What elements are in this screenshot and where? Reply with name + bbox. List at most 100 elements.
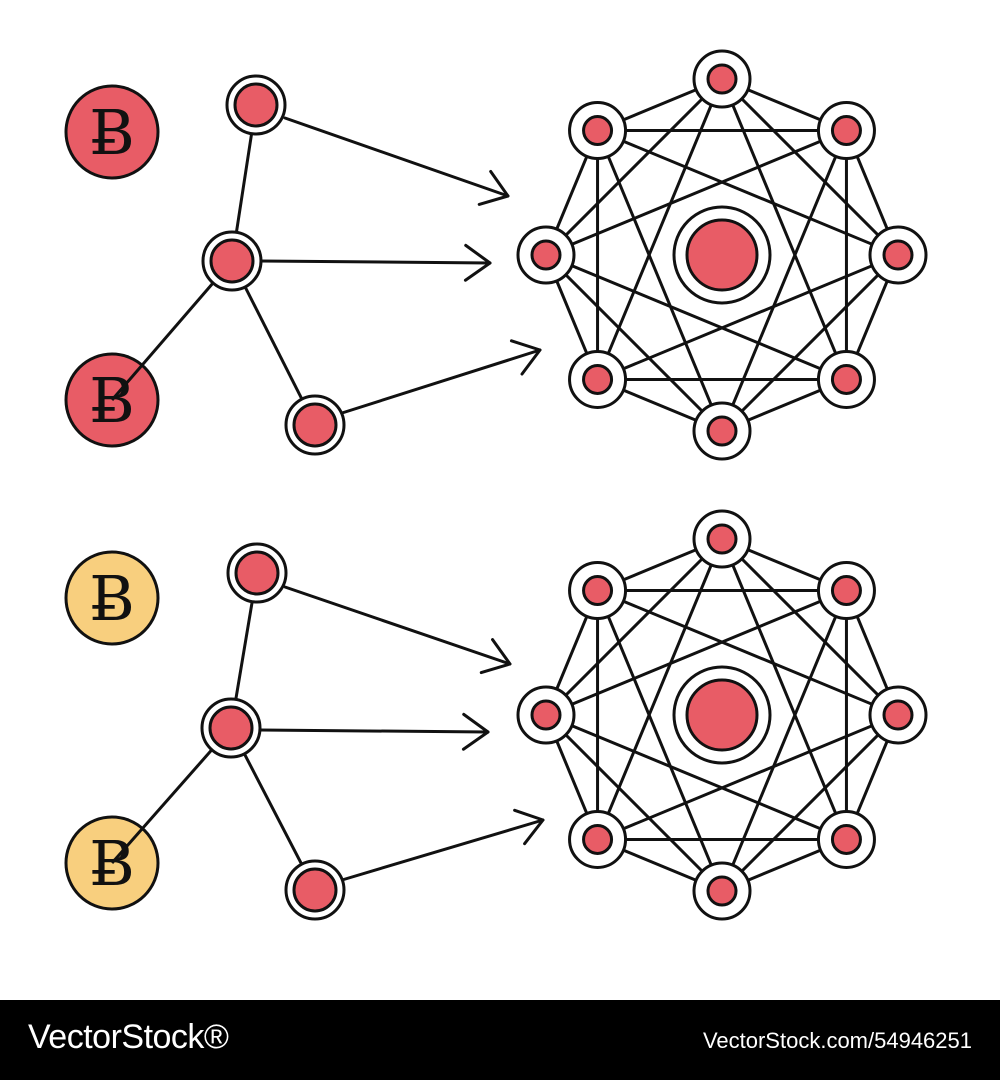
node-core (208, 705, 254, 751)
arrow-shaft (340, 348, 542, 415)
arrow-head-icon (513, 808, 545, 846)
mesh-node (692, 49, 752, 109)
mesh-link (596, 713, 899, 841)
connection-line (110, 260, 234, 401)
mesh-node (816, 101, 876, 161)
mesh-link (596, 589, 724, 892)
arrow-shaft (258, 259, 492, 265)
mesh-node (816, 561, 876, 621)
node-core (292, 867, 338, 913)
mesh-link (596, 589, 899, 717)
center-node-core (685, 678, 759, 752)
mesh-node (868, 685, 928, 745)
mesh-center-node (672, 205, 772, 305)
node-core (209, 238, 255, 284)
mesh-link (720, 78, 848, 381)
mesh-node-core (582, 363, 614, 395)
mesh-link (596, 78, 724, 381)
mesh-node (692, 401, 752, 461)
watermark-footer: VectorStock® VectorStock.com/54946251 (0, 1000, 1000, 1080)
mesh-node (692, 509, 752, 569)
mesh-node-core (582, 575, 614, 607)
mesh-node-core (582, 823, 614, 855)
mesh-node-core (882, 239, 914, 271)
mesh-link (720, 253, 900, 433)
node-ringed (284, 859, 346, 921)
mesh-link (544, 537, 724, 717)
bitcoin-symbol: Ƀ (89, 562, 135, 635)
mesh-link (545, 253, 848, 381)
mesh-node-core (830, 823, 862, 855)
bitcoin-symbol: Ƀ (89, 364, 135, 437)
mesh-link (545, 129, 848, 257)
network-diagram-top: ɃɃ (64, 49, 928, 461)
center-node-core (685, 218, 759, 292)
mesh-link (596, 538, 724, 841)
node-ringed (200, 697, 262, 759)
mesh-node (816, 809, 876, 869)
arrow-shaft (340, 818, 545, 882)
footer-image-id: VectorStock.com/54946251 (702, 1028, 972, 1053)
mesh-link (544, 253, 724, 433)
mesh-node (568, 809, 628, 869)
node-ringed (225, 74, 287, 136)
arrow-shaft (258, 728, 490, 734)
mesh-node-core (830, 115, 862, 147)
coin-circle (64, 550, 160, 646)
mesh-node-core (830, 363, 862, 395)
arrow-head-icon (479, 638, 512, 675)
mesh-link (720, 589, 848, 892)
node-core (292, 402, 338, 448)
mesh-node-core (530, 239, 562, 271)
connection-line (230, 260, 317, 426)
mesh-node-core (830, 575, 862, 607)
mesh-node-core (706, 523, 738, 555)
mesh-link (720, 77, 900, 257)
mesh-node (568, 101, 628, 161)
coin-circle (64, 84, 160, 180)
mesh-node (568, 349, 628, 409)
mesh-link (596, 253, 899, 381)
mesh-link (720, 713, 900, 893)
network-diagram-bottom: ɃɃ (64, 509, 928, 921)
arrow-head-icon (477, 169, 510, 206)
mesh-node (816, 349, 876, 409)
arrow-head-icon (463, 243, 492, 282)
node-ringed (201, 230, 263, 292)
mesh-node-core (706, 63, 738, 95)
bitcoin-symbol: Ƀ (89, 96, 135, 169)
mesh-node (516, 685, 576, 745)
mesh-link (720, 537, 900, 717)
node-core (234, 550, 280, 596)
mesh-link (720, 129, 848, 432)
mesh-link (596, 129, 724, 432)
mesh-node-core (706, 875, 738, 907)
mesh-node-core (882, 699, 914, 731)
arrow-shaft (283, 585, 512, 666)
mesh-link (545, 713, 848, 841)
mesh-link (596, 129, 899, 257)
mesh-link (545, 589, 848, 717)
mesh-node (868, 225, 928, 285)
mesh-link (544, 713, 724, 893)
arrow-head-icon (509, 339, 542, 376)
arrow-shaft (283, 116, 510, 198)
mesh-link (720, 538, 848, 841)
mesh-node-core (530, 699, 562, 731)
mesh-node-core (582, 115, 614, 147)
bitcoin-coin-icon: Ƀ (64, 84, 160, 180)
node-core (233, 82, 279, 128)
arrow-head-icon (461, 712, 490, 751)
node-ringed (226, 542, 288, 604)
node-ringed (284, 394, 346, 456)
mesh-node (568, 561, 628, 621)
bitcoin-coin-icon: Ƀ (64, 550, 160, 646)
mesh-node (516, 225, 576, 285)
mesh-node-core (706, 415, 738, 447)
footer-brand: VectorStock® (28, 1018, 229, 1056)
bitcoin-symbol: Ƀ (89, 827, 135, 900)
mesh-node (692, 861, 752, 921)
mesh-center-node (672, 665, 772, 765)
mesh-link (544, 77, 724, 257)
